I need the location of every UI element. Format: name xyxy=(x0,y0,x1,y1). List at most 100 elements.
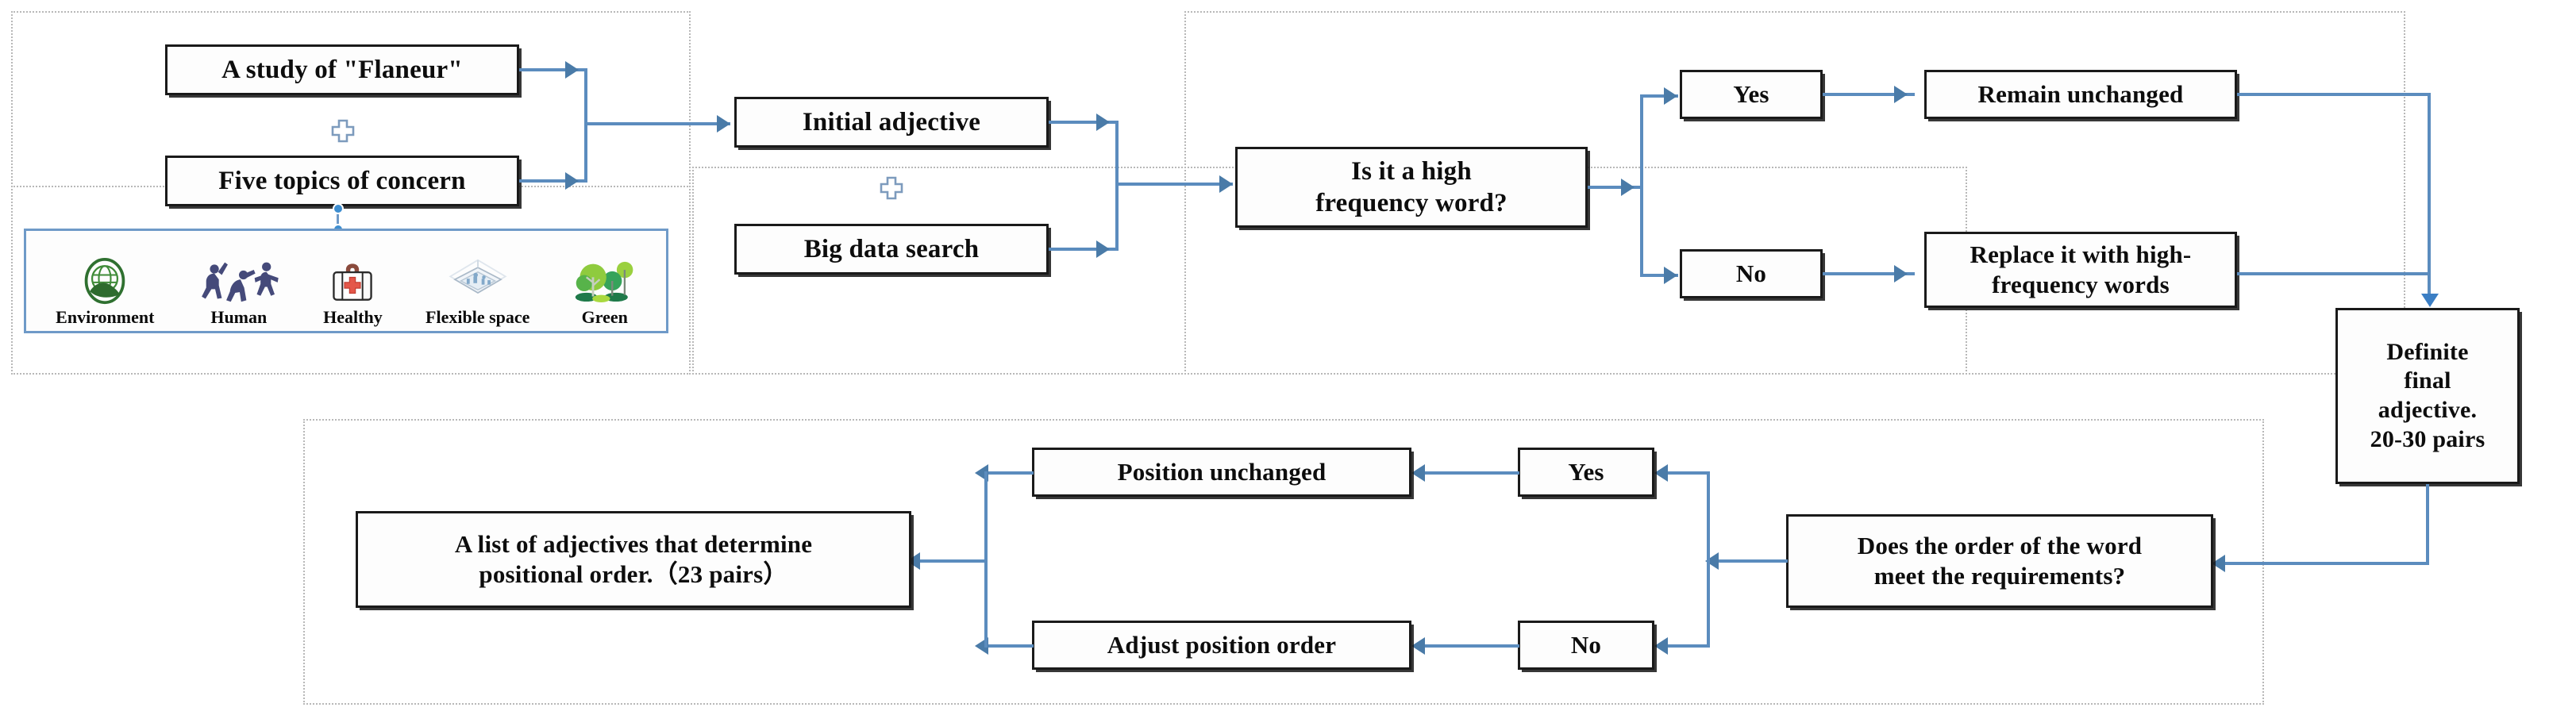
arrow-study-to-merge xyxy=(565,61,579,79)
edge-remain-to-definite xyxy=(2237,93,2431,96)
topic-human[interactable]: Human xyxy=(198,256,280,328)
edge-order-question-to-split xyxy=(1708,559,1788,563)
node-big-data-search-label: Big data search xyxy=(803,234,980,263)
edge-yes-to-position-unchanged xyxy=(1415,471,1519,475)
arrow-split-to-yes-bottom xyxy=(1654,464,1668,482)
group-frequency-check xyxy=(1184,11,2405,375)
arrow-bigdata-to-merge2 xyxy=(1096,240,1110,258)
node-no-top[interactable]: No xyxy=(1680,249,1823,298)
trees-icon xyxy=(573,256,637,305)
node-adjust-position-order-label: Adjust position order xyxy=(1107,631,1337,659)
node-position-unchanged[interactable]: Position unchanged xyxy=(1032,448,1411,497)
topic-flexible-space-label: Flexible space xyxy=(425,307,530,327)
edge-study-to-merge xyxy=(519,68,586,71)
arrow-question-to-split xyxy=(1621,179,1635,196)
edge-merge2-to-question xyxy=(1115,183,1233,186)
node-yes-bottom[interactable]: Yes xyxy=(1518,448,1654,497)
definite-line-1: Definite xyxy=(2386,338,2469,365)
question-line-1: Is it a high xyxy=(1351,156,1472,186)
globe-hand-icon xyxy=(81,256,129,305)
edge-adjust-position-to-merge xyxy=(978,644,1034,648)
topic-environment[interactable]: Environment xyxy=(56,256,154,328)
node-position-unchanged-label: Position unchanged xyxy=(1117,458,1327,486)
arrow-merge-to-initial-adjective xyxy=(717,115,730,133)
isometric-space-icon xyxy=(449,256,507,305)
connector-five-topics-to-icons xyxy=(337,206,339,229)
people-activity-icon xyxy=(198,256,280,305)
arrow-split-to-no-bottom xyxy=(1654,637,1668,655)
node-no-bottom-label: No xyxy=(1570,631,1602,659)
edge-no-to-adjust-position xyxy=(1415,644,1519,648)
topic-green[interactable]: Green xyxy=(573,256,637,328)
order-question-line-2: meet the requirements? xyxy=(1873,562,2126,590)
node-five-topics[interactable]: Five topics of concern xyxy=(165,156,519,206)
merge-bar-left xyxy=(584,68,587,183)
node-replace-line-2: frequency words xyxy=(1992,271,2170,298)
edge-split-to-yes-bottom xyxy=(1658,471,1708,475)
plus-icon-middle xyxy=(878,176,905,203)
node-remain-unchanged[interactable]: Remain unchanged xyxy=(1924,70,2237,119)
topic-flexible-space[interactable]: Flexible space xyxy=(425,256,529,328)
group-five-topics xyxy=(11,11,691,375)
edge-merge-to-initial-adjective xyxy=(584,122,730,125)
definite-line-3: adjective. xyxy=(2378,397,2478,423)
node-definite-final-adjective[interactable]: Definite final adjective. 20-30 pairs xyxy=(2335,308,2520,484)
edge-no-to-replace xyxy=(1823,272,1915,275)
edge-initial-to-merge2 xyxy=(1049,121,1117,124)
arrow-merge2-to-question xyxy=(1219,175,1233,193)
plus-icon-top xyxy=(329,119,356,146)
topic-human-label: Human xyxy=(210,307,268,327)
arrow-no-to-adjust-position xyxy=(1411,637,1425,655)
topic-green-label: Green xyxy=(581,307,628,327)
edge-topics-to-merge xyxy=(519,179,586,183)
node-no-top-label: No xyxy=(1735,259,1767,288)
arrow-split-to-no xyxy=(1664,267,1677,284)
edge-split-to-yes xyxy=(1640,94,1678,98)
definite-line-4: 20-30 pairs xyxy=(2370,425,2486,452)
node-five-topics-label: Five topics of concern xyxy=(218,166,466,195)
edge-merge-to-adjective-list xyxy=(910,559,988,563)
connector-handle-top[interactable] xyxy=(333,203,344,214)
edge-yes-to-remain xyxy=(1823,93,1915,96)
node-no-bottom[interactable]: No xyxy=(1518,621,1654,670)
node-study-flaneur[interactable]: A study of "Flaneur" xyxy=(165,44,519,95)
first-aid-kit-icon xyxy=(329,256,375,305)
adjective-list-line-1: A list of adjectives that determine xyxy=(454,530,813,559)
topic-healthy[interactable]: Healthy xyxy=(323,256,383,328)
edge-definite-to-order-question xyxy=(2215,562,2429,565)
node-order-question[interactable]: Does the order of the word meet the requ… xyxy=(1786,514,2213,608)
split-bar-yes-no xyxy=(1640,94,1643,277)
node-high-frequency-question[interactable]: Is it a high frequency word? xyxy=(1235,147,1588,228)
edge-split-to-no xyxy=(1640,274,1678,277)
adjective-list-line-2: positional order.（23 pairs） xyxy=(479,560,788,588)
node-adjust-position-order[interactable]: Adjust position order xyxy=(1032,621,1411,670)
node-yes-bottom-label: Yes xyxy=(1568,458,1604,486)
node-study-flaneur-label: A study of "Flaneur" xyxy=(221,55,463,84)
arrow-merge-to-definite xyxy=(2421,294,2439,307)
node-big-data-search[interactable]: Big data search xyxy=(734,224,1049,275)
arrow-definite-to-order-question xyxy=(2212,555,2225,572)
node-initial-adjective[interactable]: Initial adjective xyxy=(734,97,1049,148)
edge-split-to-no-bottom xyxy=(1658,644,1708,648)
node-remain-unchanged-label: Remain unchanged xyxy=(1977,80,2184,109)
node-adjective-list[interactable]: A list of adjectives that determine posi… xyxy=(356,511,911,608)
edge-definite-down xyxy=(2426,484,2429,563)
definite-line-2: final xyxy=(2404,367,2451,394)
node-replace-with-high-frequency[interactable]: Replace it with high- frequency words xyxy=(1924,232,2237,308)
node-initial-adjective-label: Initial adjective xyxy=(802,107,981,136)
question-line-2: frequency word? xyxy=(1315,189,1507,217)
order-question-line-1: Does the order of the word xyxy=(1857,532,2143,560)
arrow-topics-to-merge xyxy=(565,172,579,190)
node-replace-line-1: Replace it with high- xyxy=(1970,240,2192,269)
merge-bar-definite xyxy=(2428,93,2431,302)
edge-replace-to-definite xyxy=(2237,272,2431,275)
split-bar-bottom xyxy=(1707,471,1710,648)
node-yes-top[interactable]: Yes xyxy=(1680,70,1823,119)
arrow-initial-to-merge2 xyxy=(1096,113,1110,131)
topic-environment-label: Environment xyxy=(56,307,155,327)
arrow-yes-to-position-unchanged xyxy=(1411,464,1425,482)
arrow-no-to-replace xyxy=(1894,265,1908,283)
edge-bigdata-to-merge2 xyxy=(1049,248,1117,251)
edge-position-unchanged-to-merge xyxy=(978,471,1034,475)
